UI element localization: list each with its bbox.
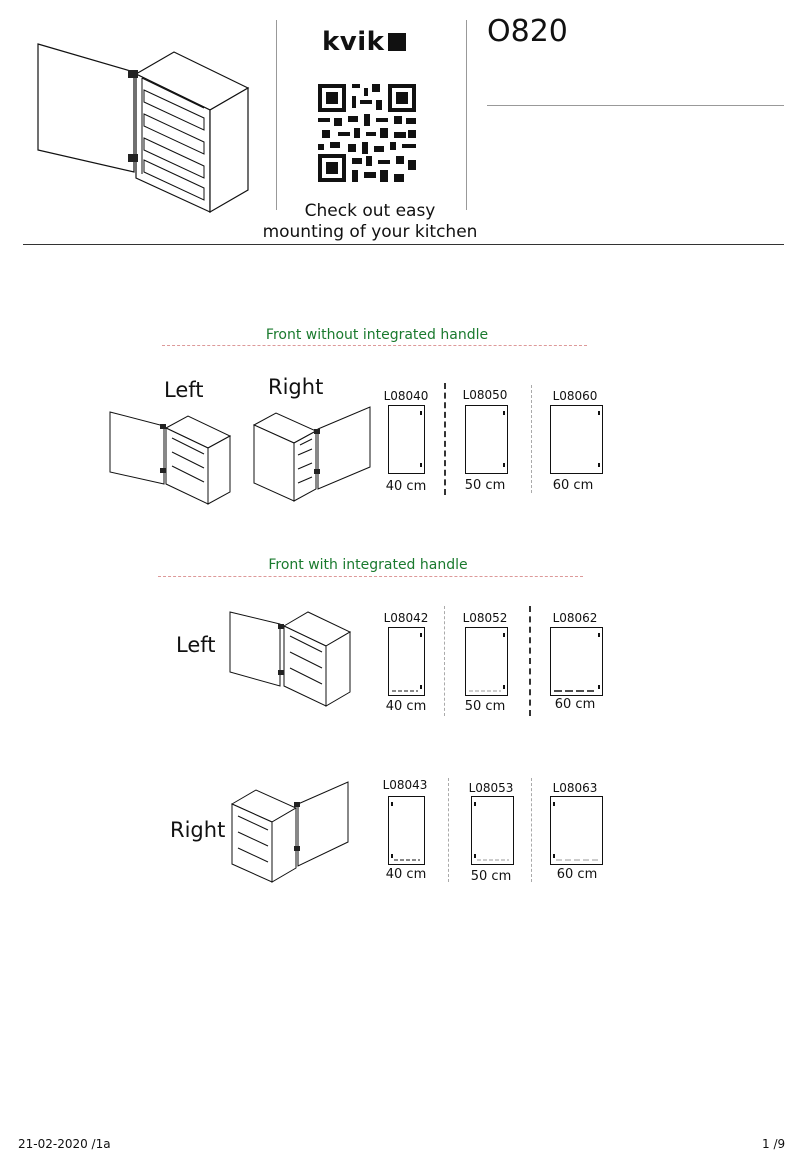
qr-code-icon [318, 84, 416, 182]
front-code-1: L08040 [383, 389, 429, 403]
front-size-2: 50 cm [464, 478, 506, 493]
tagline: Check out easy mounting of your kitchen [250, 201, 490, 243]
front-code-5: L08052 [462, 611, 508, 625]
tagline-line1: Check out easy [304, 201, 436, 221]
door-front-icon [550, 405, 603, 474]
front-size-8: 50 cm [470, 869, 512, 884]
front-code-9: L08063 [552, 781, 598, 795]
front-code-6: L08062 [552, 611, 598, 625]
brand-square-icon [388, 33, 407, 51]
label-right: Right [170, 818, 226, 842]
front-code-4: L08042 [383, 611, 429, 625]
door-front-icon [388, 627, 425, 696]
front-size-6: 60 cm [554, 697, 596, 712]
section-title-with-handle: Front with integrated handle [268, 557, 468, 573]
front-divider [531, 778, 532, 882]
door-front-icon [471, 796, 514, 865]
brand-logo: kvik [322, 27, 407, 57]
front-code-3: L08060 [552, 389, 598, 403]
front-size-7: 40 cm [385, 867, 427, 882]
front-divider [529, 606, 531, 716]
product-code: O820 [487, 14, 568, 49]
front-size-1: 40 cm [385, 479, 427, 494]
brand-name: kvik [322, 27, 385, 57]
tagline-line2: mounting of your kitchen [262, 222, 478, 242]
footer-date-version: 21-02-2020 /1a [18, 1137, 111, 1151]
front-code-2: L08050 [462, 388, 508, 402]
front-divider [444, 383, 446, 495]
cabinet-right-drawing [252, 406, 371, 502]
front-divider [448, 778, 449, 882]
cabinet-right-handle-drawing [230, 781, 349, 883]
door-front-icon [388, 405, 425, 474]
section-rule-with-handle [158, 576, 583, 577]
section-title-without-handle: Front without integrated handle [265, 327, 489, 343]
product-code-rule [487, 105, 784, 106]
section-rule-without-handle [162, 345, 587, 346]
label-right: Right [268, 375, 324, 399]
door-front-icon [550, 796, 603, 865]
footer-page-number: 1 /9 [762, 1137, 786, 1151]
label-left: Left [164, 378, 204, 402]
cabinet-left-drawing [109, 411, 232, 505]
front-size-9: 60 cm [556, 867, 598, 882]
front-divider [531, 385, 532, 493]
door-front-icon [465, 627, 508, 696]
door-front-icon [465, 405, 508, 474]
cabinet-drawing-icon [37, 43, 250, 214]
front-size-3: 60 cm [552, 478, 594, 493]
header-divider-left [276, 20, 277, 210]
cabinet-left-handle-drawing [229, 611, 352, 707]
front-size-4: 40 cm [385, 699, 427, 714]
header-divider-right [466, 20, 467, 210]
front-code-8: L08053 [468, 781, 514, 795]
front-divider [444, 606, 445, 716]
header-rule [23, 244, 784, 245]
door-front-icon [388, 796, 425, 865]
front-code-7: L08043 [382, 778, 428, 792]
front-size-5: 50 cm [464, 699, 506, 714]
label-left: Left [176, 633, 216, 657]
door-front-icon [550, 627, 603, 696]
